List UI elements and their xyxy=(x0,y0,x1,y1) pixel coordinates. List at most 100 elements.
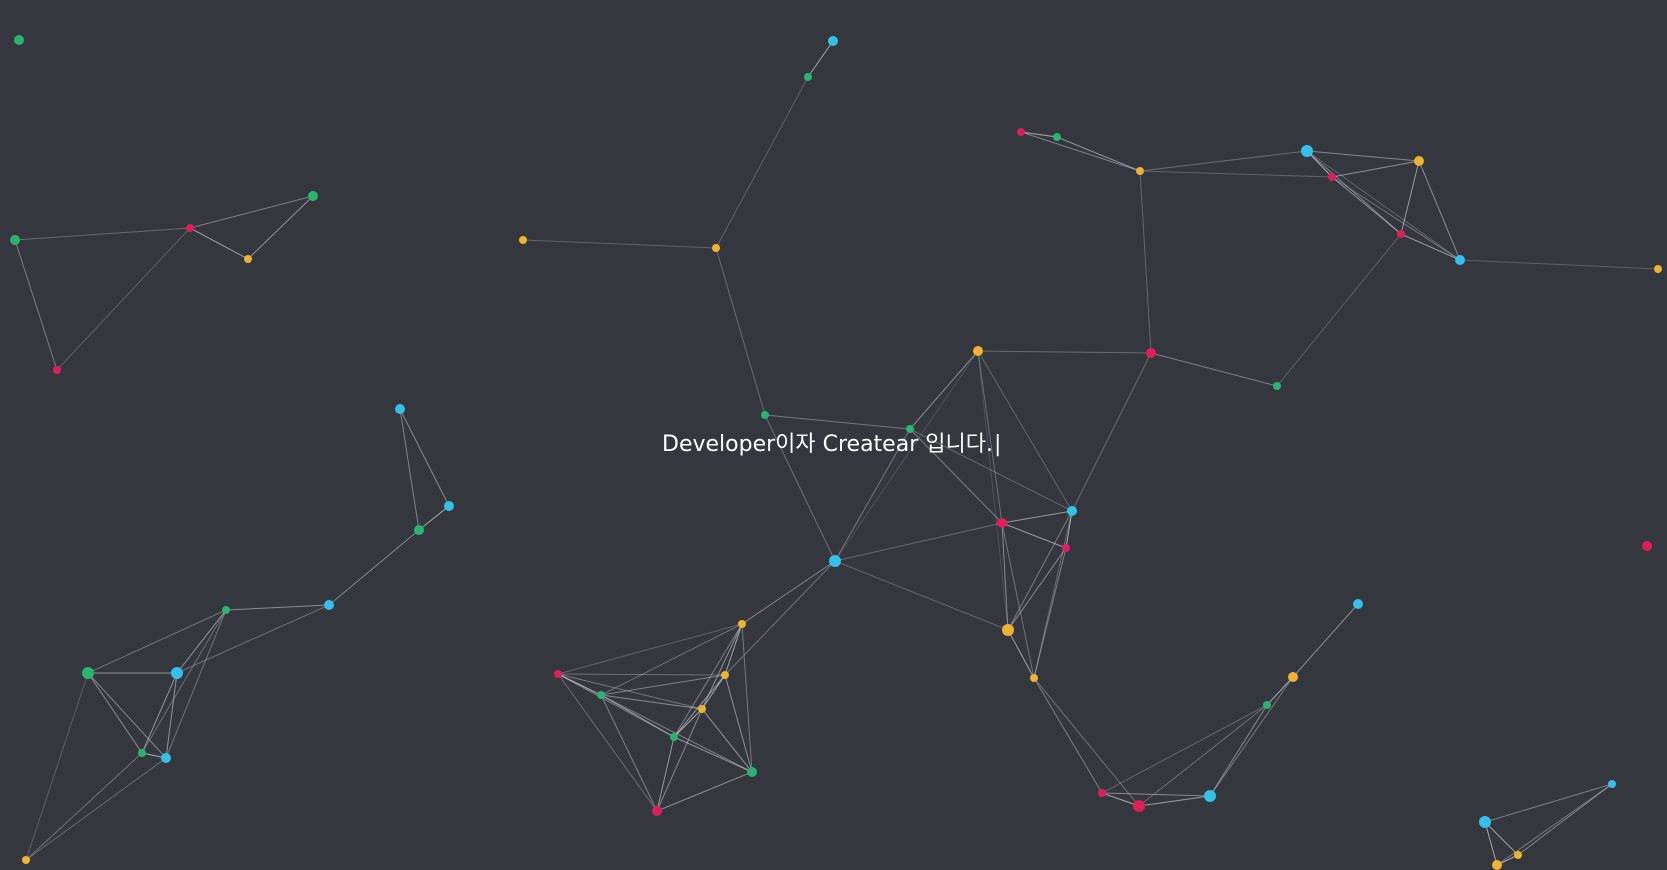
particle-dot xyxy=(1204,790,1216,802)
particle-link xyxy=(1517,783,1613,856)
particle-link xyxy=(977,350,1009,631)
particle-link xyxy=(399,408,420,531)
particle-dot xyxy=(597,691,605,699)
particle-dot xyxy=(738,620,746,628)
particle-link xyxy=(1306,150,1420,162)
particle-link xyxy=(1400,233,1461,261)
particle-link xyxy=(189,195,314,229)
particle-link xyxy=(176,609,227,674)
particle-link xyxy=(557,673,675,738)
particle-link xyxy=(1484,821,1498,866)
particle-link xyxy=(87,609,227,674)
particle-dot xyxy=(186,224,194,232)
particle-dot xyxy=(1414,156,1424,166)
particle-link xyxy=(225,604,330,611)
particle-link xyxy=(418,505,450,531)
particle-dot xyxy=(670,733,678,741)
particle-link xyxy=(25,757,167,861)
particle-dot xyxy=(906,425,914,433)
particle-link xyxy=(807,40,834,78)
particle-link xyxy=(141,672,178,754)
particle-link xyxy=(25,672,89,861)
particle-link xyxy=(1033,677,1103,794)
particle-dot xyxy=(973,346,983,356)
particle-link xyxy=(909,350,979,430)
particle-link xyxy=(1033,510,1073,679)
particle-link xyxy=(1139,170,1152,354)
particle-link xyxy=(673,708,703,738)
particle-link xyxy=(1007,547,1067,631)
particle-dot xyxy=(138,749,146,757)
particle-link xyxy=(977,350,1003,524)
particle-link xyxy=(1459,259,1659,270)
particle-dot xyxy=(244,255,252,263)
particle-link xyxy=(1101,792,1140,807)
particle-link xyxy=(764,414,836,562)
particle-dot xyxy=(161,753,171,763)
particle-link xyxy=(1001,510,1073,524)
particle-dot xyxy=(721,671,729,679)
particle-dot xyxy=(1288,672,1298,682)
particle-dot xyxy=(1136,167,1144,175)
particle-link xyxy=(834,350,979,562)
particle-link xyxy=(557,673,726,676)
particle-link xyxy=(247,195,314,260)
particle-link xyxy=(14,239,58,371)
particle-link xyxy=(1331,160,1420,178)
particle-link xyxy=(656,708,703,812)
particle-link xyxy=(1306,150,1402,235)
particle-dot xyxy=(1053,133,1061,141)
particle-link xyxy=(977,350,1073,512)
particle-link xyxy=(1001,522,1009,631)
particle-link xyxy=(557,673,753,773)
particle-link xyxy=(1001,522,1067,549)
particle-dot xyxy=(395,404,405,414)
particle-dot xyxy=(1273,382,1281,390)
particle-links xyxy=(14,40,1659,866)
particle-dot xyxy=(997,518,1007,528)
particle-dot xyxy=(14,35,24,45)
particle-link xyxy=(1007,629,1035,679)
particle-dot xyxy=(53,366,61,374)
particle-link xyxy=(1056,136,1141,172)
particle-dot xyxy=(222,606,230,614)
particle-dot xyxy=(1263,701,1271,709)
particle-dot xyxy=(1301,145,1313,157)
particle-dot xyxy=(519,236,527,244)
particle-dot xyxy=(1030,674,1038,682)
particle-dot xyxy=(1328,173,1336,181)
particle-link xyxy=(1400,160,1420,235)
particle-link xyxy=(165,609,227,759)
particle-link xyxy=(1484,821,1519,856)
particle-link xyxy=(1209,676,1294,797)
hero-typing-text: Developer이자 Createar 입니다.| xyxy=(662,434,1001,456)
particle-dot xyxy=(1642,541,1652,551)
particle-link xyxy=(141,609,227,754)
particle-dot xyxy=(829,555,841,567)
particle-dot xyxy=(1002,624,1014,636)
particle-link xyxy=(1292,603,1359,678)
particle-dot xyxy=(1062,544,1070,552)
particle-link xyxy=(701,674,726,710)
particle-dot xyxy=(828,36,838,46)
particle-dot xyxy=(1017,128,1025,136)
particle-dot xyxy=(1067,506,1077,516)
particle-link xyxy=(1266,676,1294,706)
particle-link xyxy=(600,694,658,812)
particle-link xyxy=(1065,510,1073,549)
particle-link xyxy=(1020,131,1141,172)
particle-dot xyxy=(1492,860,1502,870)
particle-dot xyxy=(10,235,20,245)
particle-link xyxy=(715,247,766,416)
particle-link xyxy=(741,560,836,625)
particle-link xyxy=(1209,704,1268,797)
particle-link xyxy=(834,428,911,562)
particle-link xyxy=(1101,792,1211,797)
particle-link xyxy=(600,694,675,738)
particle-link xyxy=(834,522,1003,562)
particle-dot xyxy=(1397,230,1405,238)
particle-link xyxy=(1071,352,1152,512)
particle-link xyxy=(557,673,658,812)
particle-link xyxy=(600,694,753,773)
particle-link xyxy=(1007,510,1073,631)
